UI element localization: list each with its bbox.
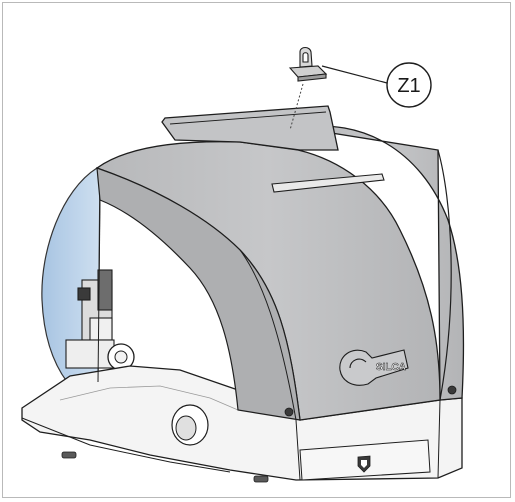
figure-frame	[2, 2, 511, 498]
base-feet	[61, 451, 269, 483]
hood-left-face	[96, 167, 301, 421]
base-knob-icon	[171, 404, 209, 446]
shield-badge-icon	[357, 455, 371, 473]
vise-clamp	[65, 269, 115, 369]
callout-leader	[321, 65, 388, 84]
key-logo-icon: SILCA	[339, 349, 409, 386]
clip-part-icon	[288, 46, 328, 82]
hood-slot	[271, 173, 385, 193]
callout-label-z1: Z1	[397, 75, 420, 97]
svg-text:SILCA: SILCA	[376, 362, 406, 373]
top-lid	[161, 105, 339, 151]
rear-shell	[299, 125, 465, 401]
callout-bubble	[386, 62, 432, 108]
